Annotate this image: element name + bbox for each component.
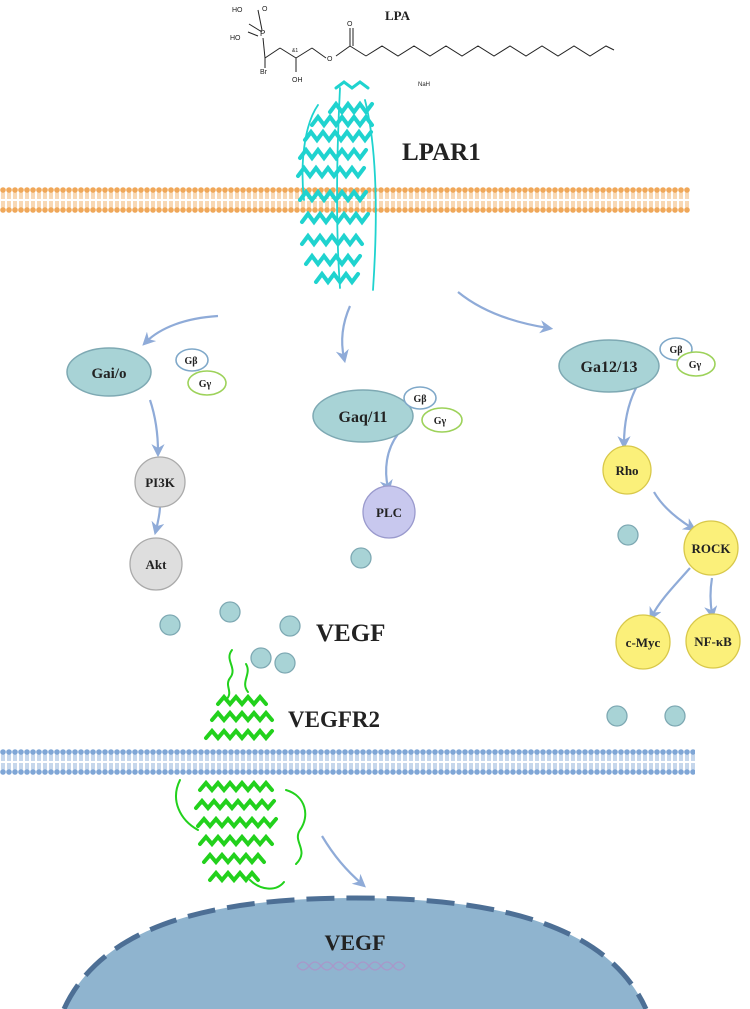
node-pi3k-label: PI3K [145,475,176,490]
g-beta-ga1213-label: Gβ [669,345,682,356]
vegf-dot [274,652,296,674]
node-cmyc-label: c-Myc [626,635,661,650]
arrow-to-ga1213 [457,291,554,334]
vegf-molecules [159,524,686,727]
atom-p: P [260,29,265,38]
node-rock: ROCK [683,520,739,576]
arrow-gaio-to-pi3k [148,399,165,458]
arrow-pi3k-to-akt [151,505,165,536]
gprotein-gaq11: Gaq/11 Gβ Gγ [312,386,463,443]
arrow-vegfr2-to-nucleus [321,835,366,888]
arrows [142,291,718,888]
atom-ho-left: HO [230,35,241,42]
vegf-dot [159,614,181,636]
g-alpha-gaio-label: Gai/o [91,366,126,382]
arrow-ga1213-to-rho [617,387,637,450]
gprotein-gaio: Gai/o Gβ Gγ [66,347,227,397]
g-alpha-gaio [66,347,152,397]
g-gamma-gaq11-label: Gγ [434,416,447,427]
g-alpha-gaq11-label: Gaq/11 [339,409,388,426]
g-beta-gaq11 [403,386,437,410]
g-gamma-ga1213-label: Gγ [689,360,702,371]
node-rock-label: ROCK [692,541,732,556]
vegf-label: VEGF [316,620,385,647]
node-rho: Rho [602,445,652,495]
atom-oh: OH [292,77,303,84]
lpa-structure [247,9,615,72]
g-alpha-gaq11 [312,389,414,443]
g-beta-gaio [175,348,209,372]
arrow-to-gaq11 [335,305,352,364]
g-gamma-gaio [187,370,227,396]
vegf-dot [617,524,639,546]
node-akt: Akt [129,537,183,591]
lpa-atom-labels: HO O P HO Br OH O O &1 NaH LPA [230,6,430,88]
node-nfkb: NF-κB [685,613,741,669]
vegf-dot [219,601,241,623]
arrow-rho-to-rock [653,491,697,531]
atom-o-ester: O [327,56,333,63]
node-plc: PLC [362,485,416,539]
vegf-dot [606,705,628,727]
lpar1-label: LPAR1 [402,139,481,166]
atom-o-carbonyl: O [347,21,353,28]
vegf-dot [664,705,686,727]
arrow-rock-to-cmyc [649,567,691,621]
arrow-to-gaio [142,314,219,346]
counter-ion: NaH [418,82,430,88]
vegf-dot [279,615,301,637]
dna-helix [296,961,406,971]
stereo-mark: &1 [292,48,298,54]
node-nfkb-label: NF-κB [694,634,732,649]
plasma-membrane-bottom [0,749,695,775]
vegf-dot [250,647,272,669]
plasma-membrane-top [0,187,690,213]
atom-br: Br [260,69,268,76]
g-beta-gaq11-label: Gβ [413,394,426,405]
vegfr2-protein [175,649,307,890]
node-plc-label: PLC [376,505,402,520]
arrow-rock-to-nfkb [704,577,718,620]
g-gamma-gaq11 [421,407,463,433]
node-pi3k: PI3K [134,456,186,508]
g-beta-gaio-label: Gβ [184,356,197,367]
gprotein-ga1213: Ga12/13 Gβ Gγ [558,337,716,393]
nucleus-vegf-label: VEGF [324,930,385,955]
node-cmyc: c-Myc [615,614,671,670]
atom-ho-top: HO [232,7,243,14]
g-gamma-ga1213 [676,351,716,377]
vegf-dot [350,547,372,569]
atom-o-double: O [262,6,268,13]
g-alpha-ga1213-label: Ga12/13 [581,359,638,376]
vegfr2-label: VEGFR2 [288,707,380,732]
g-alpha-ga1213 [558,339,660,393]
node-akt-label: Akt [146,557,168,572]
nucleus: VEGF [61,895,649,1009]
lpar1-protein [296,80,377,291]
node-rho-label: Rho [615,463,638,478]
arrow-gaq11-to-plc [379,433,399,494]
g-gamma-gaio-label: Gγ [199,379,212,390]
lpa-label: LPA [385,8,411,23]
